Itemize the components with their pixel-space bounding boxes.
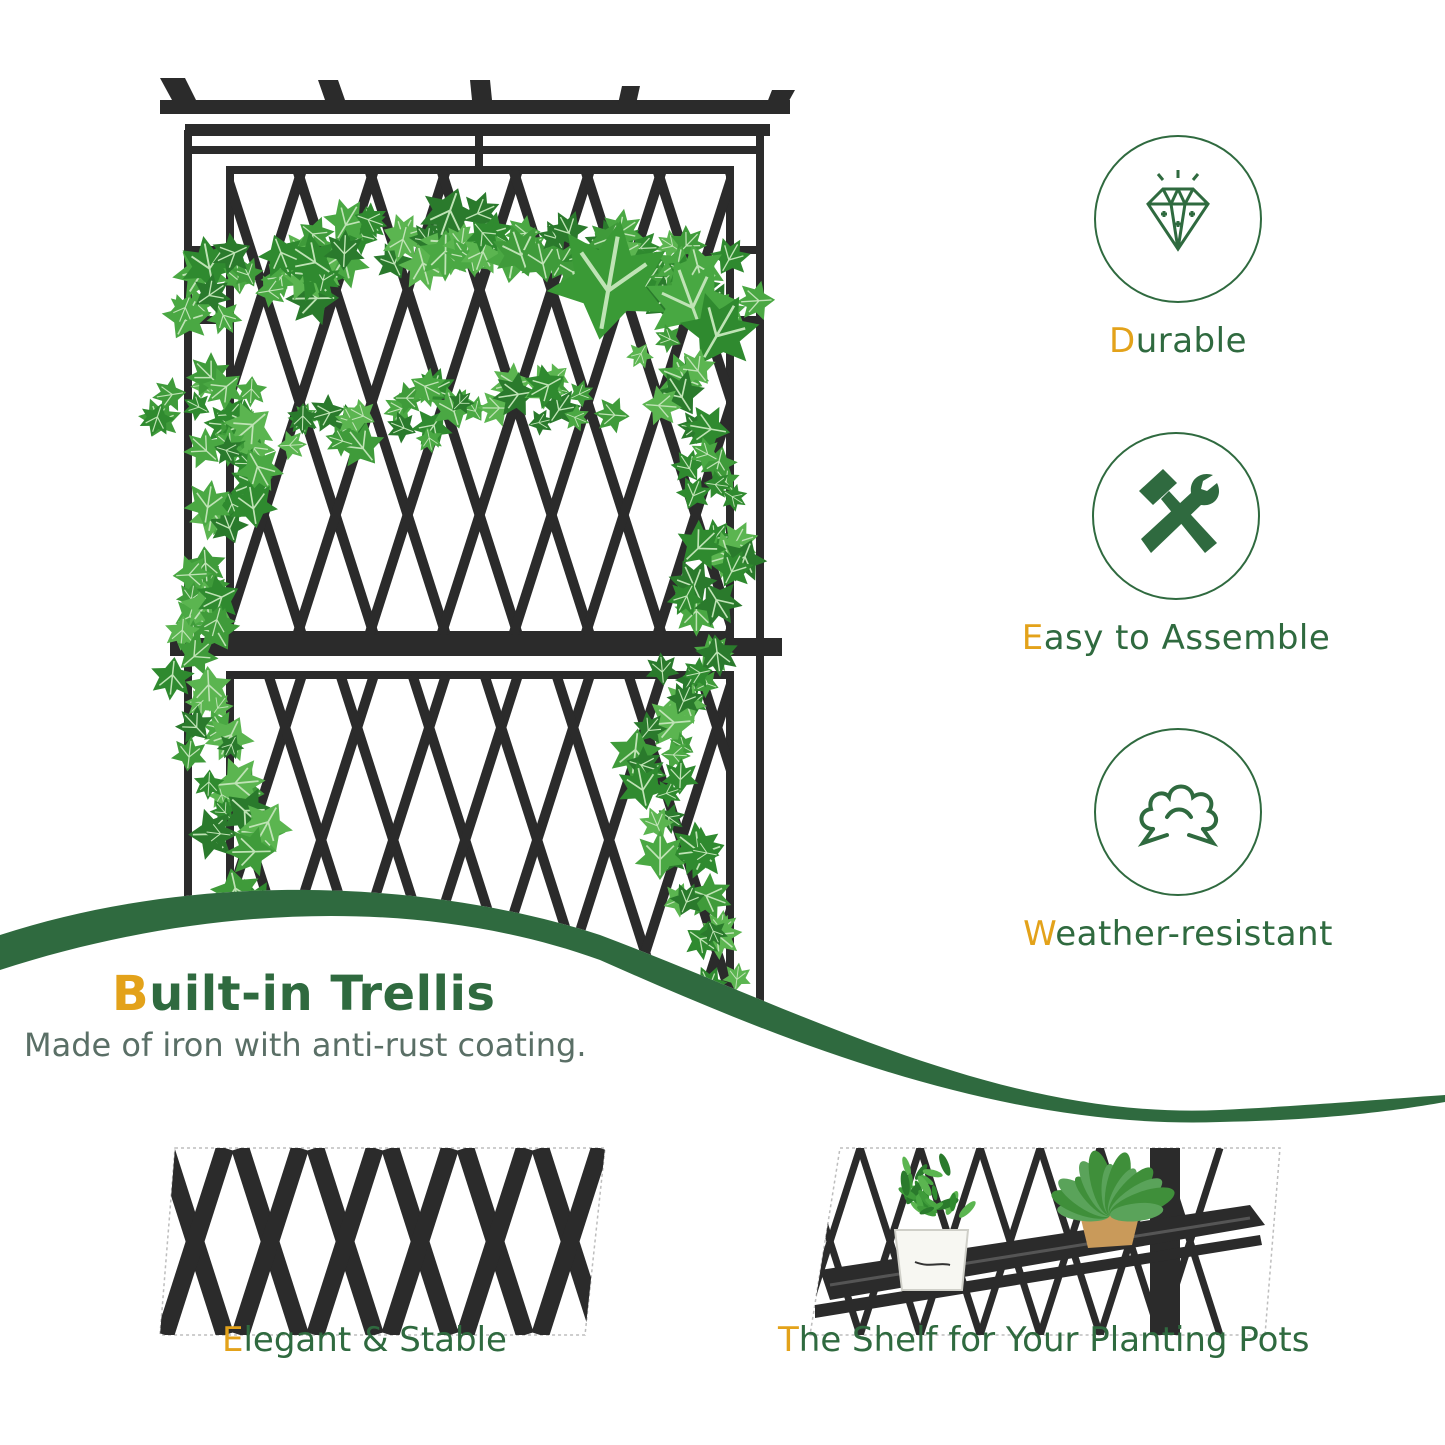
feature-label: Weather-resistant [1023,914,1333,954]
trellis-middle-bar [170,638,782,656]
cotton-cloud-icon [1137,784,1219,847]
detail-shelf-closeup [809,1147,1281,1336]
headline: Built-in Trellis [112,966,496,1022]
white-flower-pot [893,1229,970,1291]
feature-durable: Durable [998,135,1358,361]
feature-ring [1092,432,1260,600]
caption-shelf: The Shelf for Your Planting Pots [778,1320,1310,1360]
subline: Made of iron with anti-rust coating. [24,1026,587,1064]
feature-easy-assemble: Easy to Assemble [996,432,1356,658]
feature-label: Durable [1109,321,1247,361]
detail-lattice-closeup [159,1147,606,1336]
hammer-wrench-icon [1139,469,1220,553]
trellis-top-bar [160,78,795,166]
wave-band [0,889,1445,1123]
caption-elegant-stable: Elegant & Stable [222,1320,507,1360]
feature-label: Easy to Assemble [1021,618,1331,658]
ivy-vines [138,188,776,1001]
feature-ring [1094,728,1262,896]
feature-weather-resistant: Weather-resistant [998,728,1358,954]
diamond-icon [1146,170,1210,252]
feature-ring [1094,135,1262,303]
